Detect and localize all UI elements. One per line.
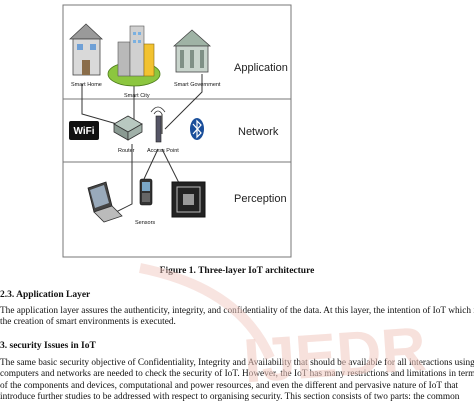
connection-lines bbox=[81, 74, 203, 215]
router-icon bbox=[113, 115, 143, 141]
router-label: Router bbox=[118, 148, 135, 154]
paragraph-line: introduce further studies to be addresse… bbox=[0, 392, 460, 403]
wifi-icon: WiFi bbox=[69, 121, 99, 140]
smart-home-icon bbox=[68, 23, 104, 76]
network-layer-label: Network bbox=[238, 126, 279, 138]
rfid-chip-icon bbox=[171, 181, 206, 218]
network-layer-panel bbox=[62, 98, 292, 163]
smart-city-icon bbox=[107, 25, 161, 87]
bluetooth-icon bbox=[190, 118, 204, 140]
paragraph-line: computers and networks are needed to che… bbox=[0, 369, 474, 380]
application-layer-heading: 2.3. Application Layer bbox=[0, 290, 91, 300]
smart-home-label: Smart Home bbox=[71, 82, 102, 88]
svg-text:WiFi: WiFi bbox=[73, 126, 94, 137]
paragraph-line: the creation of smart environments is ex… bbox=[0, 317, 176, 328]
smart-government-label: Smart Government bbox=[174, 82, 221, 88]
smart-government-icon bbox=[172, 29, 212, 73]
application-layer-paragraph: The application layer assures the authen… bbox=[0, 306, 474, 329]
perception-layer-label: Perception bbox=[234, 193, 287, 205]
application-layer-label: Application bbox=[234, 62, 288, 74]
access-point-icon bbox=[150, 106, 166, 143]
paragraph-line: The same basic security objective of Con… bbox=[0, 358, 474, 368]
paragraph-line: The application layer assures the authen… bbox=[0, 306, 474, 316]
iot-architecture-figure: Smart Home Smart City Smart Government A… bbox=[62, 4, 292, 258]
laptop-icon bbox=[87, 181, 123, 223]
security-issues-paragraph: The same basic security objective of Con… bbox=[0, 358, 474, 404]
sensors-label: Sensors bbox=[135, 220, 155, 226]
smart-city-label: Smart City bbox=[124, 93, 150, 99]
paragraph-line: of the components and devices, computati… bbox=[0, 380, 459, 391]
sensors-icon bbox=[139, 178, 153, 206]
security-issues-heading: 3. security Issues in IoT bbox=[0, 341, 96, 351]
figure-caption: Figure 1. Three-layer IoT architecture bbox=[159, 266, 315, 276]
access-point-label: Access Point bbox=[147, 148, 179, 154]
